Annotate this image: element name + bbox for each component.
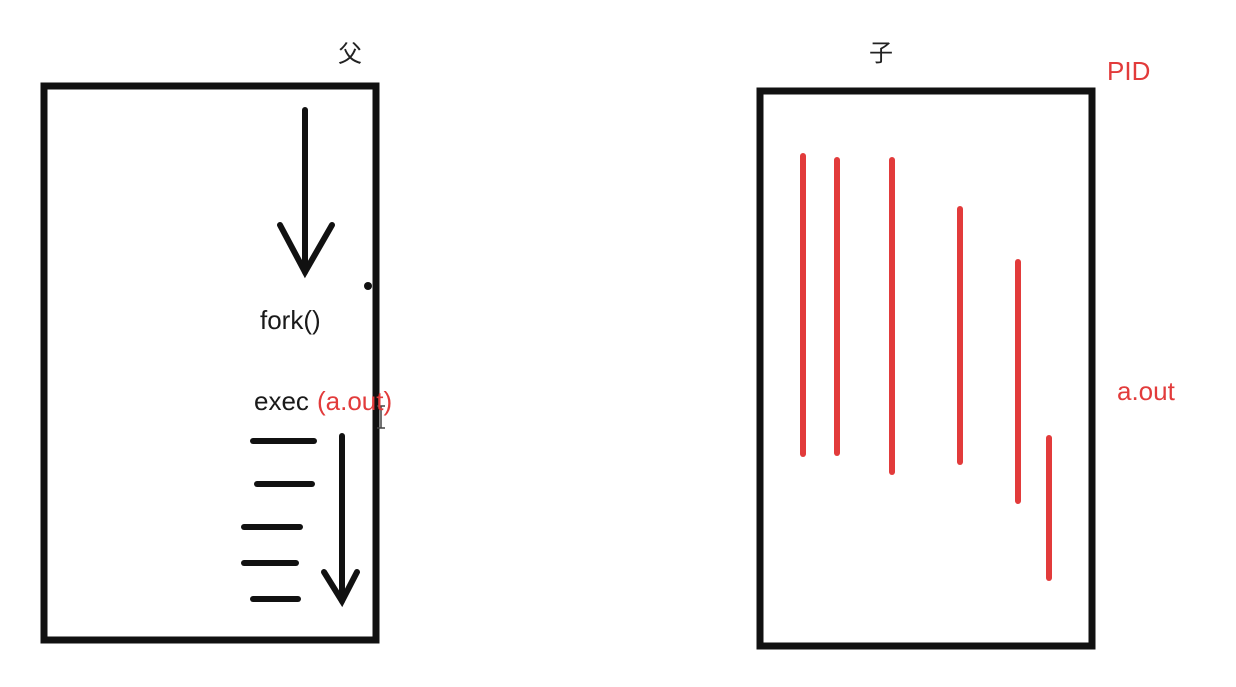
child-red-lines [800,153,1052,581]
fork-label: fork() [260,305,321,335]
child-title: 子 [869,39,893,67]
exec-argument: (a.out) [317,386,393,416]
aout-label: a.out [1117,376,1175,406]
parent-title: 父 [338,40,362,68]
parent-code-lines [241,438,317,602]
parent-box-dot [364,282,372,290]
parent-process-box [40,82,380,644]
text-cursor-icon [377,405,385,429]
exec-label: exec [254,386,309,416]
child-process-box [756,87,1096,650]
down-arrow-icon [277,107,335,279]
pid-label: PID [1107,56,1151,86]
down-arrow-icon [321,433,360,608]
